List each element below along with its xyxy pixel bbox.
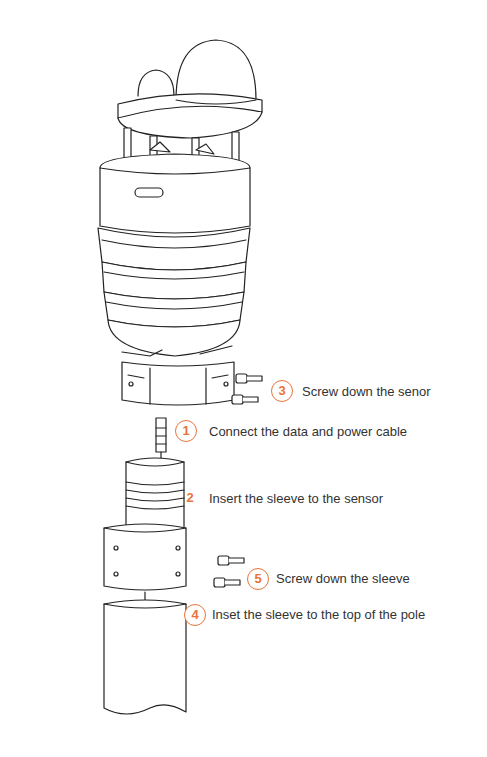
step-text: Screw down the sleeve xyxy=(276,571,410,587)
step-text: Insert the sleeve to the sensor xyxy=(209,491,383,507)
step-text: Connect the data and power cable xyxy=(209,424,407,440)
step-text: Screw down the senor xyxy=(302,384,431,400)
callout-number: 4 xyxy=(184,604,206,626)
callout-number: 3 xyxy=(271,380,293,402)
callout-number: 5 xyxy=(247,568,269,590)
callout-number: 1 xyxy=(175,420,197,442)
step-text: Inset the sleeve to the top of the pole xyxy=(212,607,425,623)
callout-number: 2 xyxy=(180,488,200,508)
